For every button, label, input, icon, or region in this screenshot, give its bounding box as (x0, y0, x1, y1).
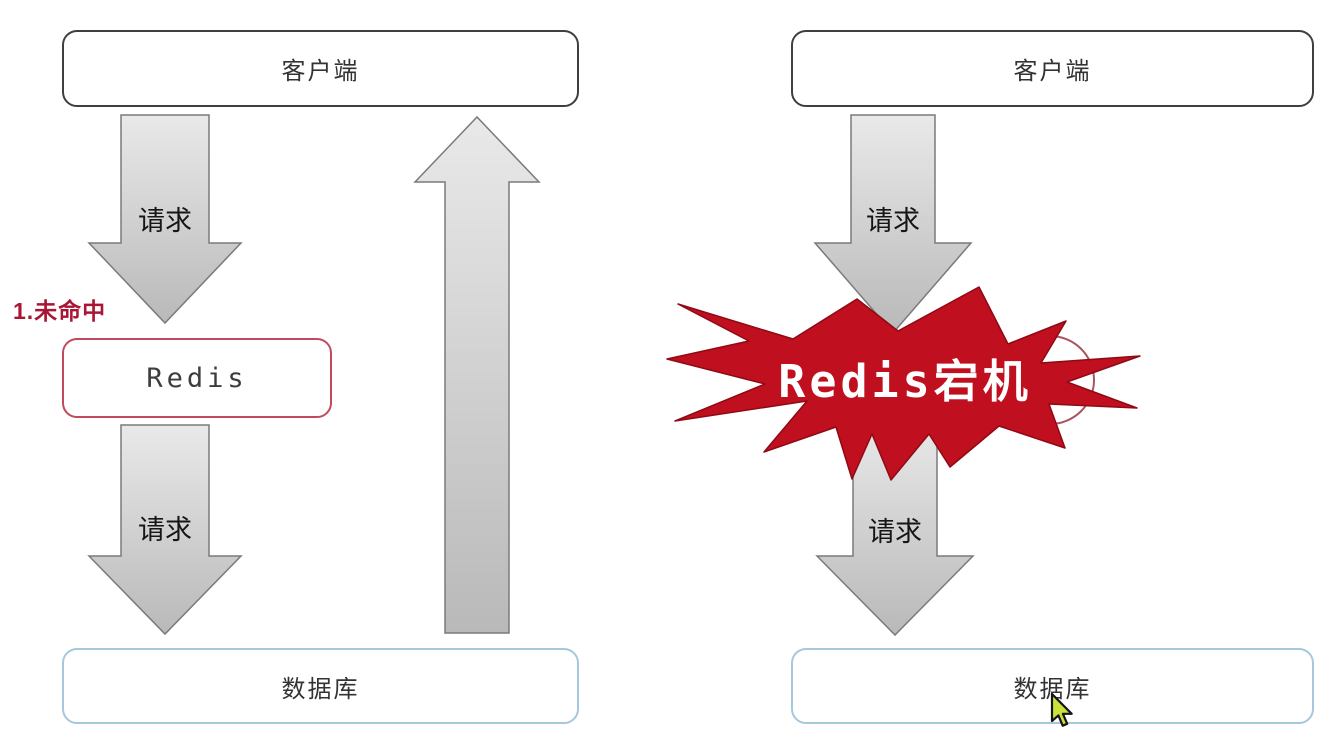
right-client-node: 客户端 (791, 30, 1314, 107)
left-database-node: 数据库 (62, 648, 579, 724)
left-request-down-arrow-bottom-icon (87, 424, 243, 636)
right-request-down-arrow-top-icon (813, 114, 973, 335)
redis-crash-label: Redis宕机 (778, 355, 1032, 408)
left-request-down-arrow-top-icon (87, 114, 243, 325)
left-client-label: 客户端 (281, 58, 360, 85)
right-client-label: 客户端 (1013, 58, 1092, 85)
mouse-cursor-icon (1050, 692, 1073, 727)
left-request-label-bottom: 请求 (138, 515, 192, 545)
right-request-label-top: 请求 (866, 206, 920, 236)
left-redis-node: Redis (62, 338, 332, 418)
redis-crash-starburst-icon (666, 286, 1141, 481)
left-redis-label: Redis (146, 362, 248, 394)
left-client-node: 客户端 (62, 30, 579, 107)
left-request-label-top: 请求 (138, 206, 192, 236)
left-response-up-arrow-icon (413, 115, 541, 634)
cache-miss-note: 1.未命中 (13, 298, 107, 324)
left-database-label: 数据库 (281, 675, 360, 703)
right-request-label-bottom: 请求 (868, 517, 922, 547)
